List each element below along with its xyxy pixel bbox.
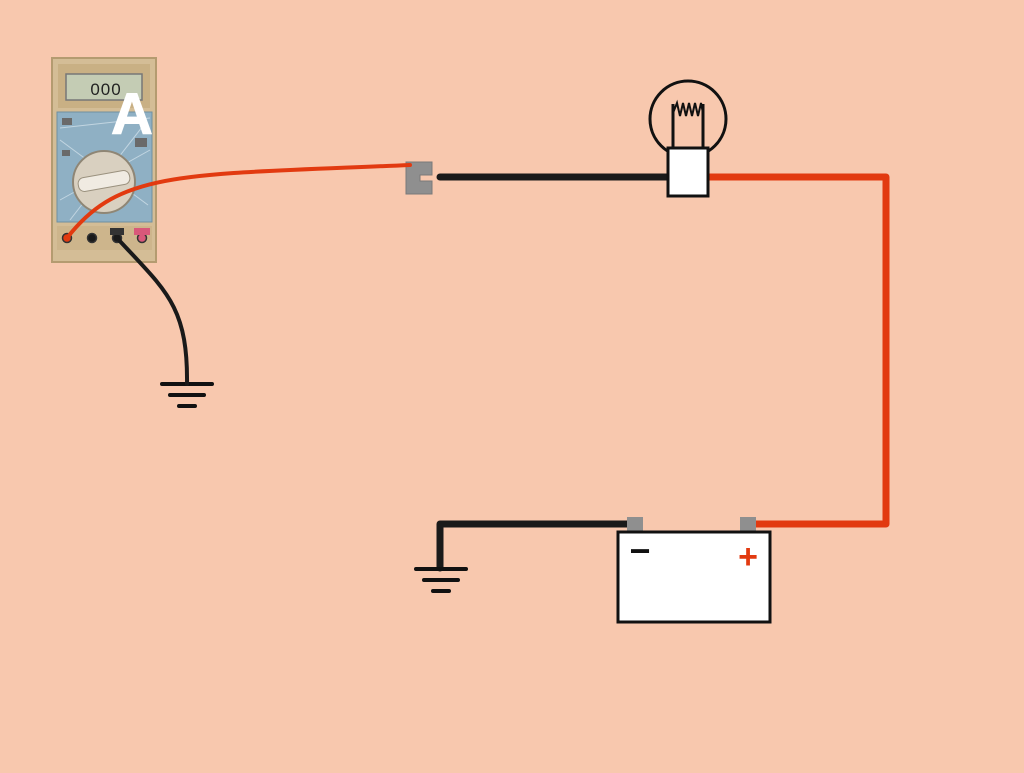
filament-icon <box>672 99 704 117</box>
open-connector[interactable] <box>405 161 433 195</box>
battery-positive-symbol: + <box>738 538 758 576</box>
wire-battery-negative-to-ground <box>436 520 634 572</box>
ground-symbol-icon <box>414 567 468 593</box>
light-bulb-icon <box>648 79 728 198</box>
battery-negative-terminal <box>627 517 643 532</box>
multimeter: 000 A <box>51 57 157 263</box>
multimeter-black-lead[interactable] <box>115 236 190 386</box>
multimeter-red-lead[interactable] <box>65 163 412 240</box>
multimeter-jack[interactable] <box>86 232 98 244</box>
multimeter-reading: 000 <box>90 80 121 99</box>
multimeter-display <box>65 73 143 101</box>
multimeter-mode-letter: A <box>111 82 153 147</box>
battery-negative-symbol: − <box>629 530 650 571</box>
wire-battery-positive-to-lamp <box>708 173 890 528</box>
battery-positive-terminal <box>740 517 756 532</box>
ground-symbol-icon <box>160 382 214 408</box>
battery: − + <box>616 517 772 624</box>
